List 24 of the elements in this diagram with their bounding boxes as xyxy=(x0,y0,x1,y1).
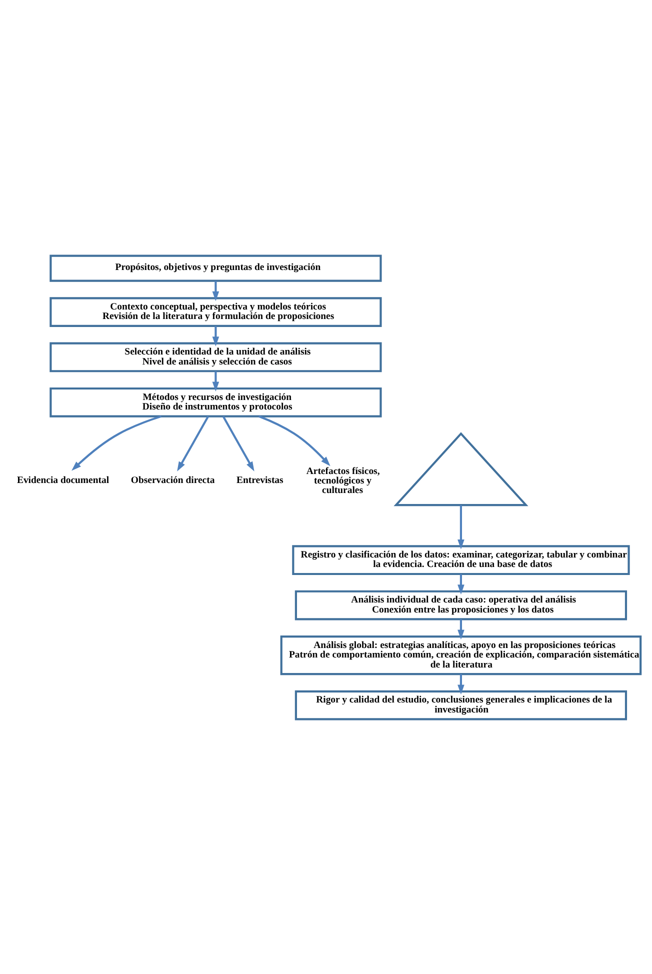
arrow xyxy=(458,574,464,594)
arrow xyxy=(222,415,254,471)
arrow xyxy=(458,674,464,694)
node-box: Registro y clasificación de los datos: examinar, categorizar, tabular y combinar la evidencia. Creación de una base de datos xyxy=(292,544,630,575)
node-box: Rigor y calidad del estudio, conclusiones generales e implicaciones de la investigación xyxy=(294,690,628,720)
node-text: Entrevistas xyxy=(236,474,284,486)
node-box: Análisis global: estrategias analíticas, apoyo en las proposiciones teóricas Patrón de comportamiento común, creación de explicación, comparación sistemática de la literatura xyxy=(280,635,642,675)
arrow xyxy=(458,504,464,549)
arrow xyxy=(212,326,220,346)
node-box: Selección e identidad de la unidad de análisis Nivel de análisis y selección de casos xyxy=(50,342,382,372)
arrow xyxy=(177,415,210,471)
arrow xyxy=(212,280,220,301)
arrow xyxy=(72,414,162,470)
node-triangle xyxy=(394,432,528,506)
arrow xyxy=(258,414,330,466)
node-box: Análisis individual de cada caso: operativa del análisis Conexión entre las proposiciones y los datos xyxy=(294,590,628,620)
node-box: Propósitos, objetivos y preguntas de investigación xyxy=(50,254,382,282)
arrow xyxy=(458,618,464,640)
node-box: Contexto conceptual, perspectiva y modelos teóricos Revisión de la literatura y formulación de proposiciones xyxy=(50,296,382,326)
arrow xyxy=(212,370,220,392)
node-box: Métodos y recursos de investigación Diseño de instrumentos y protocolos xyxy=(50,386,382,417)
node-text: Artefactos físicos, tecnológicos y culturales xyxy=(306,465,380,496)
node-text: Observación directa xyxy=(130,474,215,486)
node-text: Evidencia documental xyxy=(16,474,110,486)
